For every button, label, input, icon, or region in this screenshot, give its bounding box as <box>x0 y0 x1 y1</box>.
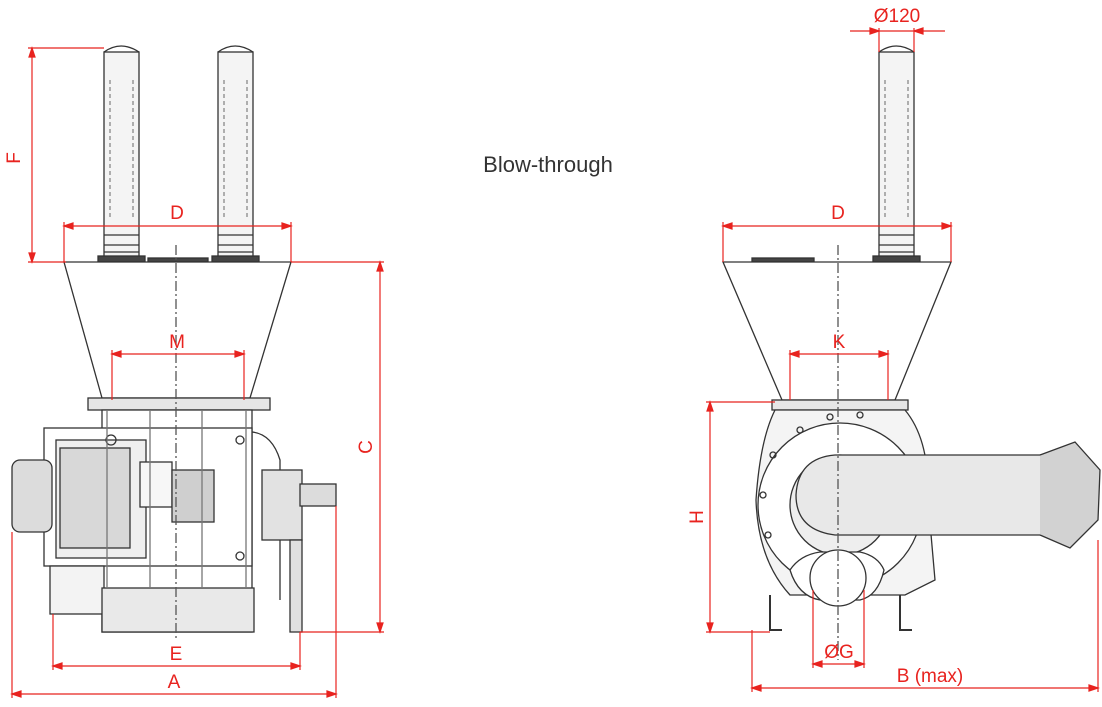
dim-label-m: M <box>169 332 185 353</box>
drawing-title: Blow-through <box>483 152 613 177</box>
dim-label-pipe-diameter: Ø120 <box>874 6 920 27</box>
dim-label-d-left: D <box>170 203 184 224</box>
side-view <box>722 45 1101 660</box>
dim-label-f: F <box>4 152 25 164</box>
dimension-lines <box>10 27 1100 698</box>
right-hopper <box>722 261 952 401</box>
front-view <box>11 45 337 640</box>
left-pipe-1 <box>97 45 146 263</box>
dim-label-g: ØG <box>824 642 854 663</box>
dim-label-b: B (max) <box>897 666 964 687</box>
dim-label-k: K <box>833 332 846 353</box>
left-hopper <box>63 261 292 399</box>
dim-label-e: E <box>170 644 183 665</box>
left-pipe-2 <box>211 45 260 263</box>
right-pipe <box>872 45 921 263</box>
dim-label-d-right: D <box>831 203 845 224</box>
dim-label-h: H <box>687 510 708 524</box>
dim-label-c: C <box>356 440 377 454</box>
dim-label-a: A <box>168 672 181 693</box>
